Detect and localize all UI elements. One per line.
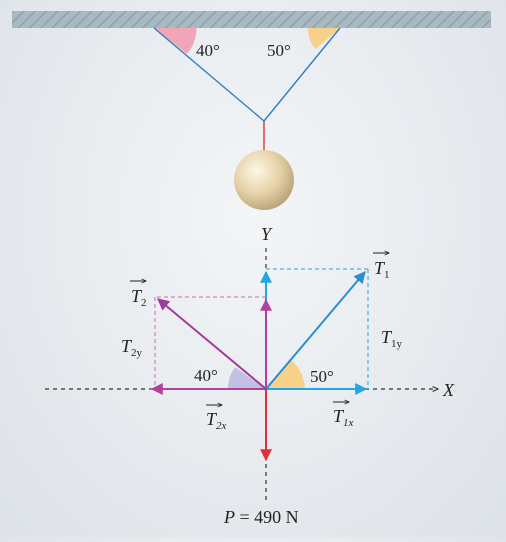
label-t1x: T1x bbox=[333, 402, 354, 429]
y-axis-label: Y bbox=[261, 224, 273, 244]
label-t2x-sub: 2x bbox=[216, 420, 227, 432]
svg-text:T1y: T1y bbox=[381, 327, 403, 350]
label-t1y-letter: T bbox=[381, 327, 393, 347]
label-t2-sub: 2 bbox=[141, 297, 147, 309]
angle-label-right: 50° bbox=[267, 41, 291, 60]
weight-label: P = 490 N bbox=[223, 507, 299, 527]
t2-arrow bbox=[157, 298, 267, 390]
t1-arrow bbox=[265, 271, 366, 390]
label-t2x: T2x bbox=[206, 405, 227, 432]
svg-text:T2: T2 bbox=[131, 286, 147, 309]
angle-label-t2: 40° bbox=[194, 366, 218, 385]
rope-right bbox=[263, 27, 341, 122]
label-t1y: T1y bbox=[381, 327, 403, 350]
label-t1-sub: 1 bbox=[384, 269, 390, 281]
weight-value: = 490 N bbox=[235, 507, 299, 527]
angle-arc-left bbox=[154, 28, 197, 54]
label-t2: T2 bbox=[130, 281, 147, 309]
angle-label-left: 40° bbox=[196, 41, 220, 60]
x-axis-label: X bbox=[442, 380, 455, 400]
svg-text:T2x: T2x bbox=[206, 409, 227, 432]
label-t1-letter: T bbox=[374, 258, 386, 278]
label-t2-letter: T bbox=[131, 286, 143, 306]
label-t2y: T2y bbox=[121, 336, 143, 359]
label-t2y-letter: T bbox=[121, 336, 133, 356]
weight-symbol: P bbox=[223, 507, 235, 527]
rope-left bbox=[153, 27, 265, 122]
ball bbox=[234, 150, 294, 210]
angle-arc-t2 bbox=[227, 367, 266, 389]
angle-arc-t1 bbox=[266, 360, 305, 389]
svg-text:T2y: T2y bbox=[121, 336, 143, 359]
label-t1x-sub: 1x bbox=[343, 417, 354, 429]
svg-text:T1x: T1x bbox=[333, 406, 354, 429]
label-t1y-sub: 1y bbox=[391, 338, 403, 350]
svg-text:T1: T1 bbox=[374, 258, 390, 281]
label-t2y-sub: 2y bbox=[131, 347, 143, 359]
ceiling bbox=[12, 11, 491, 28]
angle-label-t1: 50° bbox=[310, 367, 334, 386]
label-t1: T1 bbox=[373, 253, 390, 281]
angle-arc-right bbox=[307, 28, 340, 49]
label-t2x-letter: T bbox=[206, 409, 218, 429]
label-t1x-letter: T bbox=[333, 406, 345, 426]
